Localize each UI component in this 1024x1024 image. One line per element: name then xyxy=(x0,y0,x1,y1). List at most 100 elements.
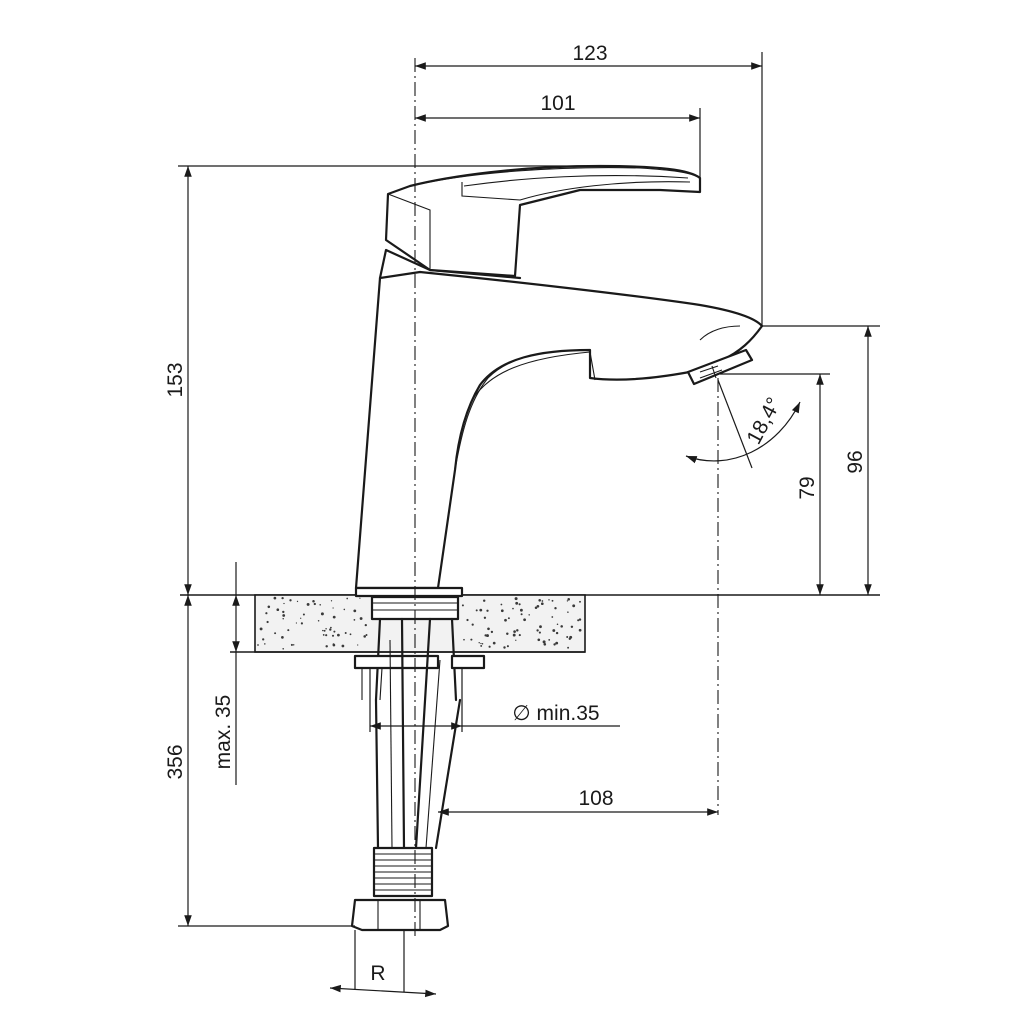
stone-speckle xyxy=(552,629,556,632)
lever-groove xyxy=(463,175,689,187)
stone-speckle xyxy=(333,630,336,633)
stone-speckle xyxy=(570,625,574,629)
stone-speckle xyxy=(274,632,277,635)
fixing-stud-line xyxy=(379,667,383,701)
stone-speckle xyxy=(479,608,483,612)
stone-speckle xyxy=(514,597,518,601)
stone-speckle xyxy=(353,619,356,621)
stone-speckle xyxy=(300,617,302,619)
stone-speckle xyxy=(470,638,473,641)
stone-speckle xyxy=(282,648,285,650)
stone-speckle xyxy=(322,634,325,636)
dimension-lines: 123 101 153 96 79 18,4° max. 35 356 xyxy=(164,42,880,998)
fixing-plate xyxy=(353,654,440,670)
stone-speckle xyxy=(555,641,559,645)
stone-speckle xyxy=(523,618,526,622)
stone-speckle xyxy=(320,612,324,616)
stone-speckle xyxy=(512,633,516,637)
stone-speckle xyxy=(325,634,328,637)
stone-speckle xyxy=(480,642,482,645)
aerator xyxy=(686,325,754,386)
stone-speckle xyxy=(475,609,478,612)
stone-speckle xyxy=(548,639,551,641)
stone-speckle xyxy=(357,644,359,646)
stone-speckle xyxy=(490,630,494,634)
dim-spray-angle: 18,4° xyxy=(743,394,786,448)
stone-speckle xyxy=(519,608,523,612)
stone-speckle xyxy=(461,604,464,607)
stone-speckle xyxy=(266,620,269,624)
stone-speckle xyxy=(538,631,541,634)
faucet-lever xyxy=(384,164,702,278)
stone-speckle xyxy=(484,634,487,637)
stone-speckle xyxy=(488,645,491,648)
stone-speckle xyxy=(536,604,540,608)
stone-speckle xyxy=(556,623,559,626)
stone-speckle xyxy=(515,601,519,605)
stone-speckle xyxy=(536,629,539,632)
stone-speckle xyxy=(555,631,559,635)
stone-speckle xyxy=(300,622,303,625)
stone-speckle xyxy=(325,627,327,630)
hose-right-center xyxy=(425,659,441,849)
stone-speckle xyxy=(543,643,547,646)
stone-speckle xyxy=(344,632,347,634)
hose-crimps xyxy=(372,846,434,898)
counter-speckles xyxy=(257,596,582,650)
angle-arc xyxy=(685,401,801,464)
spout-curve xyxy=(454,349,591,471)
stone-speckle xyxy=(325,645,328,648)
stone-speckle xyxy=(281,636,284,639)
dim-outlet-reach: 108 xyxy=(578,787,613,810)
stone-speckle xyxy=(287,629,290,632)
stone-speckle xyxy=(553,643,556,646)
stone-speckle xyxy=(567,646,570,649)
dim-outlet-height: 79 xyxy=(796,476,819,499)
stone-speckle xyxy=(330,626,332,629)
stone-speckle xyxy=(579,600,581,603)
stone-speckle xyxy=(323,629,326,632)
stone-speckle xyxy=(471,623,474,626)
dim-hole-diameter: ∅ min.35 xyxy=(512,702,599,725)
stone-speckle xyxy=(551,616,554,618)
stone-speckle xyxy=(560,625,563,628)
stone-speckle xyxy=(538,599,541,602)
dim-line-thread xyxy=(329,984,437,998)
stone-speckle xyxy=(578,618,582,621)
stone-speckle xyxy=(332,643,336,647)
stone-speckle xyxy=(365,634,368,636)
stone-speckle xyxy=(295,622,297,624)
stone-speckle xyxy=(567,611,569,613)
stone-speckle xyxy=(506,645,509,648)
stone-speckle xyxy=(478,642,480,644)
stone-speckle xyxy=(506,632,509,635)
stone-speckle xyxy=(359,617,363,620)
mounting-assembly xyxy=(350,595,486,932)
stone-speckle xyxy=(534,606,538,609)
stone-speckle xyxy=(282,614,286,617)
stone-speckle xyxy=(264,643,266,645)
stone-speckle xyxy=(486,634,489,638)
stone-speckle xyxy=(486,609,489,612)
stone-speckle xyxy=(276,608,280,612)
stone-speckle xyxy=(528,614,530,616)
dim-overall-depth: 123 xyxy=(572,42,607,65)
lever-front-edge xyxy=(387,193,431,270)
stone-speckle xyxy=(296,600,299,603)
stone-speckle xyxy=(554,607,557,610)
stone-speckle xyxy=(341,644,345,648)
dim-max-counter: max. 35 xyxy=(212,695,235,770)
stone-speckle xyxy=(577,619,580,622)
stone-speckle xyxy=(290,643,293,646)
stone-speckle xyxy=(500,603,503,606)
stone-speckle xyxy=(267,605,271,609)
stone-speckle xyxy=(537,638,541,642)
stone-speckle xyxy=(569,635,573,639)
stone-speckle xyxy=(319,604,321,606)
stone-speckle xyxy=(513,630,516,633)
stone-speckle xyxy=(483,616,487,619)
stone-speckle xyxy=(548,599,550,601)
stone-speckle xyxy=(281,596,284,600)
stone-speckle xyxy=(507,617,510,620)
stone-speckle xyxy=(518,634,521,637)
